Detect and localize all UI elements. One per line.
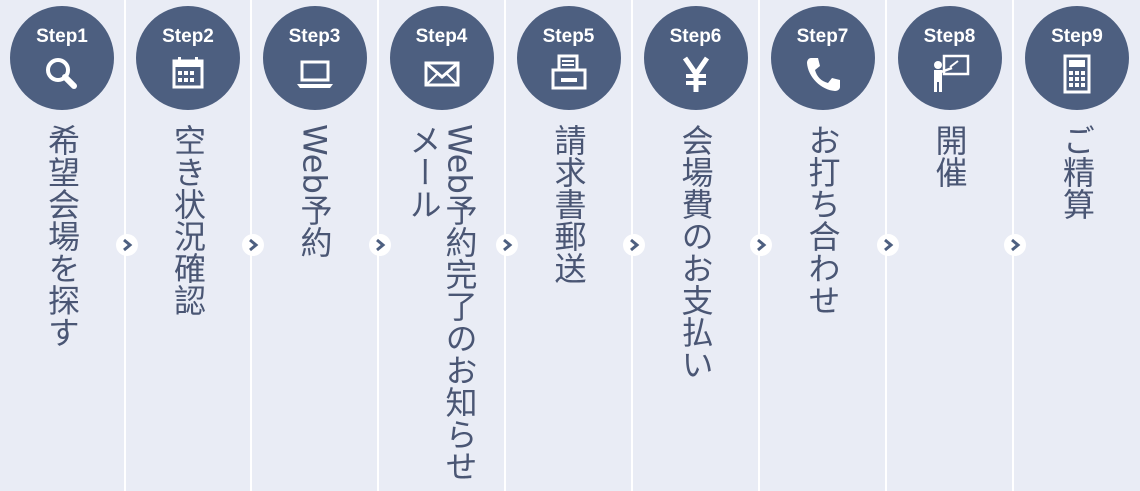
step-5-text: 請求書郵送 <box>549 124 588 284</box>
step-4-text: Web予約完了のお知らせメール <box>404 124 479 482</box>
step-8-label: Step8 <box>923 26 976 47</box>
step-4-label: Step4 <box>415 26 468 47</box>
step-7-column: Step7 お打ち合わせ <box>760 0 887 491</box>
step-3-text: Web予約 <box>295 124 334 258</box>
search-icon <box>46 58 77 89</box>
chevron-right-icon <box>496 234 518 256</box>
step-8-badge: Step8 <box>897 6 1002 110</box>
step-8-column: Step8 開催 <box>887 0 1014 491</box>
yen-icon <box>682 56 709 92</box>
step-4-column: Step4 Web予約完了のお知らせメール <box>379 0 506 491</box>
step-9-badge: Step9 <box>1025 6 1129 110</box>
step-5-column: Step5 請求書郵送 <box>506 0 633 491</box>
calculator-icon <box>1063 54 1091 94</box>
step-6-label: Step6 <box>669 26 722 47</box>
chevron-right-icon <box>750 234 772 256</box>
step-1-text: 希望会場を探す <box>43 124 81 348</box>
chevron-right-icon <box>623 234 645 256</box>
step-9-label: Step9 <box>1051 26 1103 47</box>
step-9-column: Step9 ご精算 <box>1014 0 1140 491</box>
step-1-column: Step1 希望会場を探す <box>0 0 126 491</box>
presentation-icon <box>933 54 969 92</box>
step-2-label: Step2 <box>162 26 214 47</box>
step-7-label: Step7 <box>796 26 849 47</box>
step-9-text: ご精算 <box>1058 124 1096 220</box>
chevron-right-icon <box>1004 234 1026 256</box>
step-5-badge: Step5 <box>516 6 621 110</box>
step-1-label: Step1 <box>36 26 88 47</box>
step-1-badge: Step1 <box>10 6 114 110</box>
laptop-icon <box>296 60 333 88</box>
mail-icon <box>424 61 459 87</box>
step-2-text: 空き状況確認 <box>169 124 207 316</box>
chevron-right-icon <box>116 234 138 256</box>
step-6-badge: Step6 <box>643 6 748 110</box>
step-5-label: Step5 <box>542 26 595 47</box>
chevron-right-icon <box>877 234 899 256</box>
step-2-column: Step2 空き状況確認 <box>126 0 252 491</box>
step-6-column: Step6 会場費のお支払い <box>633 0 760 491</box>
step-3-badge: Step3 <box>262 6 367 110</box>
chevron-right-icon <box>242 234 264 256</box>
step-7-text: お打ち合わせ <box>803 124 842 316</box>
printer-icon <box>551 54 586 90</box>
step-2-badge: Step2 <box>136 6 240 110</box>
step-4-badge: Step4 <box>389 6 494 110</box>
step-8-text: 開催 <box>930 124 969 188</box>
step-6-text: 会場費のお支払い <box>676 124 715 380</box>
chevron-right-icon <box>369 234 391 256</box>
step-3-label: Step3 <box>288 26 341 47</box>
step-7-badge: Step7 <box>770 6 875 110</box>
step-3-column: Step3 Web予約 <box>252 0 379 491</box>
phone-icon <box>806 58 840 91</box>
calendar-icon <box>172 57 204 89</box>
